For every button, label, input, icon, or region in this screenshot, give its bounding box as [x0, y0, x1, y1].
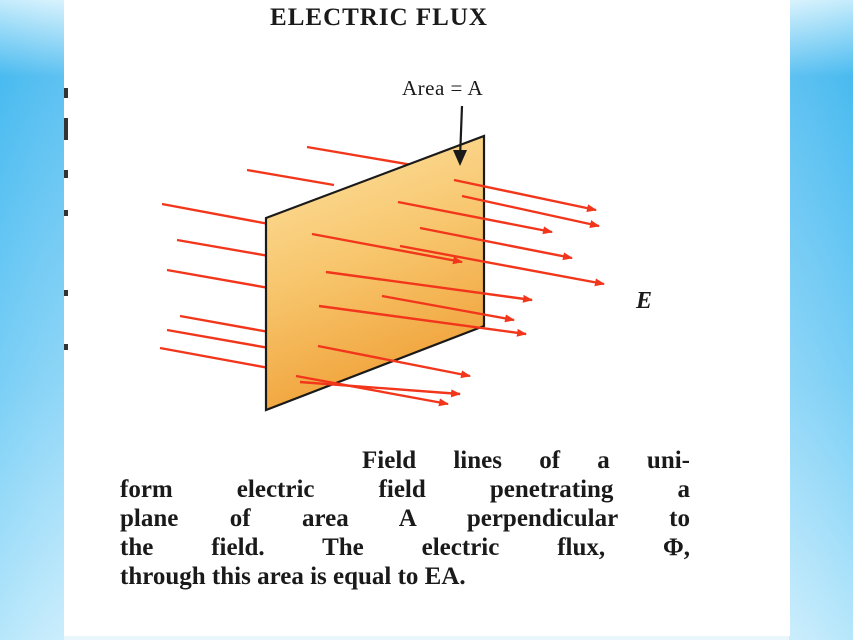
field-line: [246, 168, 335, 187]
caption-line: through this area is equal to EA.: [120, 563, 466, 590]
right-border-glow: [789, 0, 853, 640]
left-border-glow: [0, 0, 64, 640]
field-line: [161, 202, 270, 226]
caption-line: Field lines of a uni-: [362, 447, 690, 474]
area-pointer-arrow: [453, 105, 467, 166]
field-line: [179, 314, 270, 334]
area-label: Area = A: [402, 76, 484, 100]
field-line: [166, 268, 270, 290]
field-line: [325, 270, 533, 303]
field-line: [311, 232, 463, 265]
caption-line: plane of area A perpendicular to: [120, 505, 690, 532]
field-line: [176, 238, 270, 258]
field-line: [166, 328, 270, 350]
field-lines-behind: [159, 145, 425, 370]
caption-line: form electric field penetrating a: [120, 476, 690, 503]
field-line: [381, 294, 515, 323]
page-title: ELECTRIC FLUX: [270, 4, 488, 31]
field-line: [299, 380, 461, 398]
field-label-e: E: [636, 288, 653, 314]
field-line: [318, 304, 527, 337]
figure-caption: Field lines of a uni- form electric fiel…: [120, 446, 690, 591]
field-line: [399, 244, 605, 287]
field-lines-front: [295, 178, 605, 407]
field-line: [397, 200, 553, 235]
flux-diagram: [159, 105, 605, 412]
slide-page: ELECTRIC FLUX: [64, 0, 790, 636]
field-line: [159, 346, 270, 370]
caption-line: the field. The electric flux, Φ,: [120, 534, 690, 561]
field-line: [453, 178, 597, 213]
field-line: [295, 374, 449, 407]
area-plane: [264, 134, 486, 412]
field-line: [419, 226, 573, 261]
field-line: [306, 145, 425, 169]
field-line: [317, 344, 471, 379]
field-line: [461, 194, 600, 228]
